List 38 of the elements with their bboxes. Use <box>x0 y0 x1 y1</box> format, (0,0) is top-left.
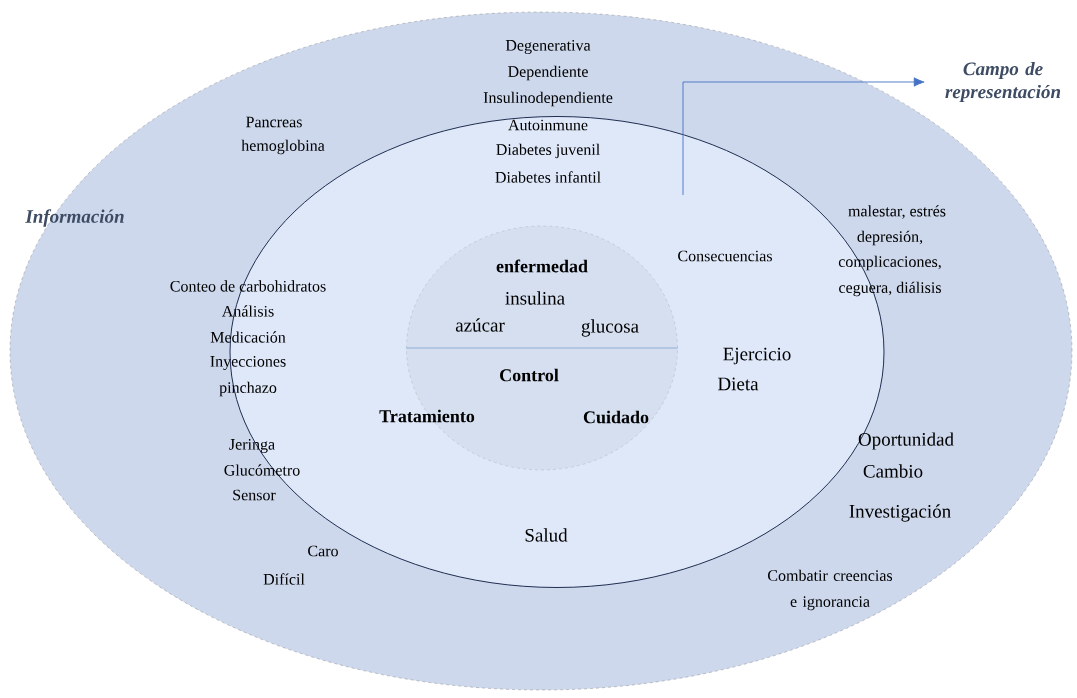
core-term: Control <box>500 368 559 382</box>
keyword: Medicación <box>210 331 286 343</box>
keyword: Ejercicio <box>723 347 791 365</box>
keyword: Oportunidad <box>858 432 954 450</box>
keyword: Combatir creencias e ignorancia <box>768 569 893 611</box>
keyword: pinchazo <box>219 381 277 397</box>
keyword: hemoglobina <box>241 139 325 155</box>
category-title: Campo de representación <box>945 61 1061 103</box>
keyword: Insulinodependiente <box>483 91 613 107</box>
keyword: malestar, estrés <box>848 205 946 219</box>
keyword: complicaciones, <box>838 255 941 271</box>
core-term: Cuidado <box>583 410 649 424</box>
keyword: Sensor <box>233 489 276 501</box>
keyword: Dieta <box>718 377 759 391</box>
arrow <box>682 77 925 196</box>
keyword: Caro <box>308 545 338 557</box>
keyword: Glucómetro <box>224 464 300 476</box>
keyword: azúcar <box>455 318 505 332</box>
keyword: Análisis <box>221 305 274 317</box>
keyword: Dependiente <box>508 65 588 81</box>
keyword: Jeringa <box>229 439 275 453</box>
keyword: Cambio <box>863 464 923 478</box>
keyword: Salud <box>525 528 568 542</box>
keyword: depresión, <box>857 230 923 246</box>
keyword: Degenerativa <box>505 40 591 54</box>
keyword: Investigación <box>849 504 951 522</box>
keyword: Difícil <box>263 573 305 585</box>
keyword: glucosa <box>581 319 639 337</box>
keyword: Conteo de carbohidratos <box>170 280 326 292</box>
core-term: enfermedad <box>496 259 588 273</box>
keyword: Diabetes infantil <box>495 171 601 183</box>
keyword: Autoinmune <box>508 119 588 131</box>
keyword: Pancreas <box>246 116 302 128</box>
category-title: Información <box>25 209 124 227</box>
core-term: Tratamiento <box>379 409 475 423</box>
keyword: Diabetes juvenil <box>496 143 600 159</box>
keyword: insulina <box>505 291 565 305</box>
keyword: ceguera, diálisis <box>839 281 941 297</box>
